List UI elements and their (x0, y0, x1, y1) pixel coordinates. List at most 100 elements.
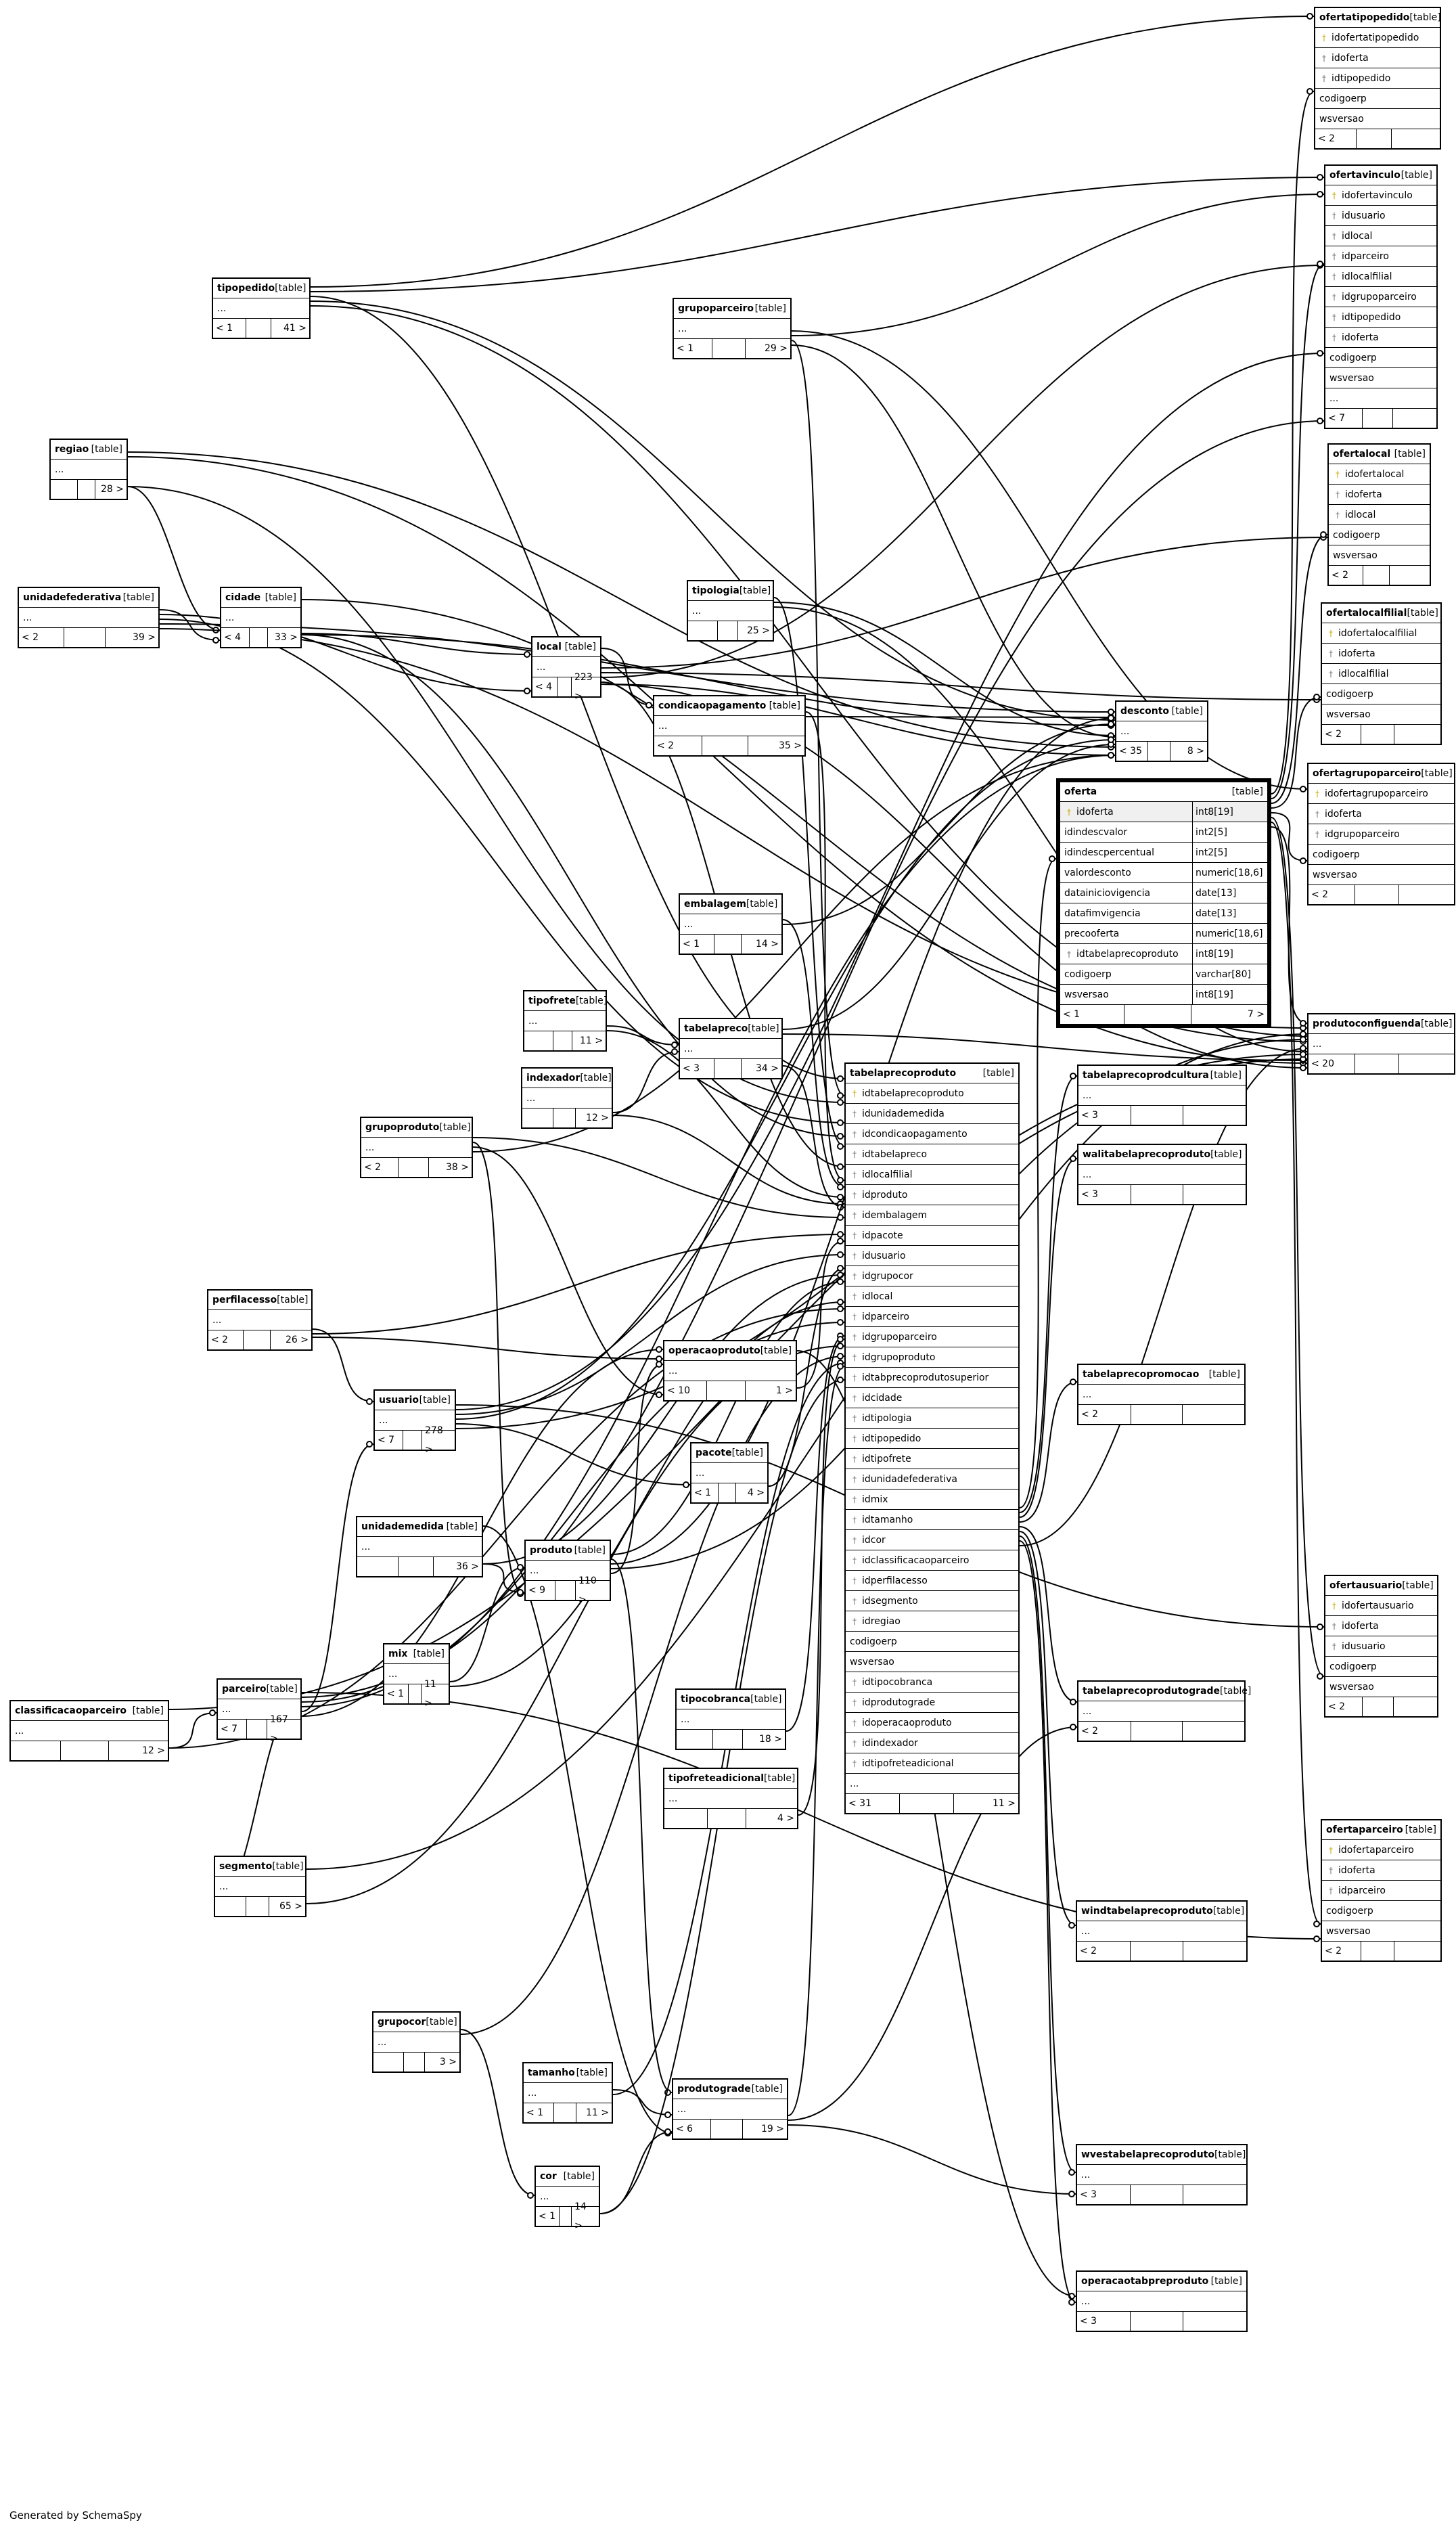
table-unidademedida[interactable]: unidademedida[table]...36 > (356, 1516, 483, 1577)
table-header[interactable]: embalagem[table] (680, 895, 781, 914)
footer-spacer[interactable] (900, 1794, 954, 1813)
column-row[interactable]: ... (524, 2083, 612, 2103)
column-row[interactable]: †idofertalocal (1329, 464, 1430, 485)
column-row[interactable]: †idtipopedido (846, 1429, 1018, 1449)
children-count[interactable] (1394, 725, 1440, 744)
footer-spacer[interactable] (1131, 1405, 1183, 1424)
footer-spacer[interactable] (1363, 1697, 1394, 1716)
children-count[interactable]: 26 > (286, 1335, 309, 1345)
column-row[interactable]: †idregiao (846, 1611, 1018, 1632)
parents-count[interactable]: < 3 (1077, 2185, 1131, 2204)
column-row[interactable]: ... (654, 716, 804, 736)
parents-count[interactable]: < 1 (674, 339, 712, 358)
footer-spacer[interactable] (399, 1557, 434, 1576)
footer-spacer[interactable] (560, 2207, 572, 2226)
column-row[interactable]: †idoferta (1322, 1860, 1440, 1881)
children-count[interactable] (1394, 1942, 1440, 1961)
children-count[interactable] (1392, 129, 1440, 148)
footer-spacer[interactable] (719, 1483, 736, 1502)
parents-count[interactable]: < 2 (1077, 1942, 1131, 1961)
footer-spacer[interactable] (558, 677, 572, 696)
table-header[interactable]: tabelapreco[table] (680, 1019, 781, 1039)
column-row[interactable]: †idgrupoparceiro (846, 1327, 1018, 1347)
table-header[interactable]: grupocor[table] (373, 2013, 459, 2032)
column-row[interactable]: †idlocalfilial (1325, 267, 1436, 287)
footer-spacer[interactable] (246, 319, 271, 338)
column-row[interactable]: ... (1077, 1921, 1246, 1942)
parents-count[interactable] (215, 1897, 246, 1916)
table-tabelaprecoprodutograde[interactable]: tabelaprecoprodutograde[table]...< 2 (1077, 1680, 1251, 1742)
footer-spacer[interactable] (1124, 1005, 1191, 1024)
column-row[interactable]: †idoferta (1309, 804, 1454, 824)
table-header[interactable]: pacote[table] (691, 1443, 767, 1463)
table-header[interactable]: ofertausuario[table] (1325, 1576, 1437, 1596)
column-row[interactable]: ... (213, 298, 309, 319)
footer-spacer[interactable] (246, 1897, 269, 1916)
column-row[interactable]: wsversao (1325, 368, 1436, 388)
column-row[interactable]: ... (357, 1537, 482, 1557)
column-row[interactable]: †idembalagem (846, 1205, 1018, 1226)
parents-count[interactable]: < 1 (524, 2103, 554, 2122)
column-row[interactable]: ... (691, 1463, 767, 1483)
children-count[interactable] (1183, 1405, 1244, 1424)
table-grupocor[interactable]: grupocor[table]...3 > (372, 2011, 461, 2073)
table-header[interactable]: grupoparceiro[table] (674, 299, 790, 319)
column-row[interactable]: †idgrupoparceiro (1309, 824, 1454, 845)
children-count[interactable]: 39 > (133, 632, 156, 643)
table-header[interactable]: grupoproduto[table] (361, 1118, 472, 1138)
table-header[interactable]: usuario[table] (375, 1391, 455, 1410)
column-row[interactable]: †idofertagrupoparceiro (1309, 784, 1454, 804)
column-row[interactable]: †idcor (846, 1530, 1018, 1550)
column-row[interactable]: ... (1325, 388, 1436, 409)
column-row[interactable]: †idtabelapreco (846, 1144, 1018, 1165)
table-indexador[interactable]: indexador[table]...12 > (521, 1067, 613, 1129)
parents-count[interactable]: < 3 (1078, 1106, 1131, 1125)
footer-spacer[interactable] (1361, 1942, 1394, 1961)
table-header[interactable]: wvestabelaprecoproduto[table] (1077, 2145, 1246, 2165)
footer-spacer[interactable] (718, 621, 738, 640)
table-regiao[interactable]: regiao[table]...28 > (49, 439, 128, 500)
column-row[interactable]: ... (1077, 2291, 1246, 2312)
children-count[interactable] (1393, 409, 1436, 428)
table-ofertatipopedido[interactable]: ofertatipopedido[table]†idofertatipopedi… (1314, 7, 1441, 150)
column-row[interactable]: †idofertausuario (1325, 1596, 1437, 1616)
footer-spacer[interactable] (1131, 2185, 1183, 2204)
footer-spacer[interactable] (250, 628, 268, 647)
column-row[interactable]: ... (677, 1709, 785, 1730)
footer-spacer[interactable] (247, 1720, 267, 1739)
parents-count[interactable]: < 2 (1329, 566, 1363, 585)
column-row[interactable]: †idcidade (846, 1388, 1018, 1408)
column-row[interactable]: ... (1078, 1385, 1244, 1405)
column-row[interactable]: ... (673, 2099, 787, 2120)
column-row[interactable]: ... (208, 1310, 311, 1330)
footer-spacer[interactable] (1131, 1942, 1183, 1961)
column-row[interactable]: †idtabprecoprodutosuperior (846, 1368, 1018, 1388)
children-count[interactable] (1399, 885, 1454, 904)
table-header[interactable]: unidadefederativa[table] (19, 588, 158, 608)
column-row[interactable]: ... (522, 1088, 612, 1108)
table-header[interactable]: tipologia[table] (688, 581, 773, 601)
parents-count[interactable]: < 7 (375, 1431, 403, 1450)
column-row[interactable]: †idlocal (1325, 226, 1436, 246)
children-count[interactable] (1394, 1697, 1437, 1716)
column-row[interactable]: †idlocal (1329, 505, 1430, 525)
table-ofertalocalfilial[interactable]: ofertalocalfilial[table]†idofertalocalfi… (1321, 602, 1442, 745)
column-row[interactable]: ... (215, 1877, 305, 1897)
column-row[interactable]: wsversao (1322, 704, 1440, 725)
footer-spacer[interactable] (702, 736, 748, 755)
children-count[interactable]: 14 > (756, 939, 779, 949)
footer-spacer[interactable] (553, 1108, 576, 1127)
column-row[interactable]: codigoerp (1329, 525, 1430, 545)
